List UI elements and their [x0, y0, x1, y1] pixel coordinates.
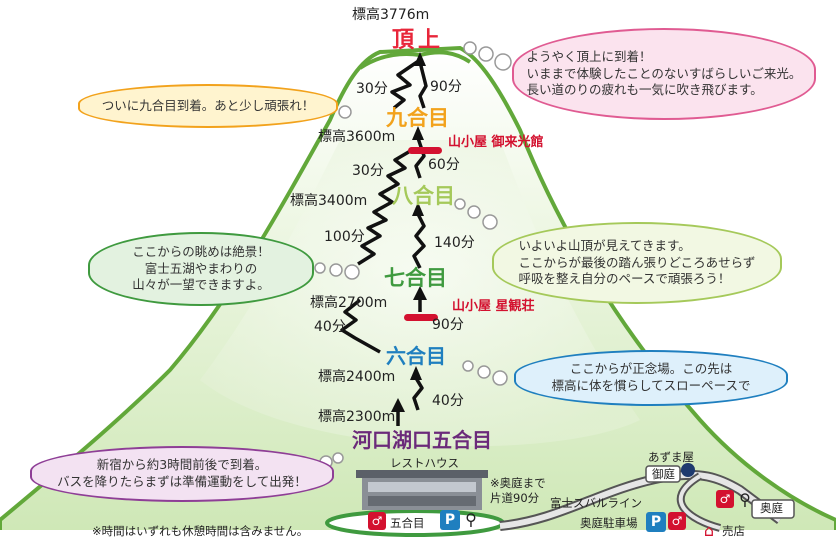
descent-trail-middle — [357, 148, 413, 266]
rest-house-label: レストハウス — [390, 456, 459, 470]
hut-seikanso-label: 山小屋 星観荘 — [452, 299, 535, 314]
time-seventh-descent: 40分 — [314, 319, 346, 335]
ascent-arrow-sixth — [410, 366, 422, 380]
azumaya-marker — [681, 463, 695, 477]
ascent-trail-eighth — [412, 213, 426, 269]
ascent-arrow-summit — [414, 52, 426, 66]
okuniwa-label-box — [751, 499, 795, 519]
hut-marker-seikanso — [404, 314, 438, 321]
okuniwa-parking-icon: P — [646, 512, 666, 532]
hut-goraikokan-label: 山小屋 御来光館 — [448, 135, 544, 150]
time-summit-descent: 30分 — [356, 81, 388, 97]
restroom-icon: ♂ — [368, 512, 386, 530]
bus-stop-icon: ⚲ — [465, 510, 477, 529]
seventh-station-label: 七合目 — [384, 266, 447, 290]
time-summit-ascent: 90分 — [430, 79, 462, 95]
descent-trail-upper — [390, 58, 421, 110]
ascent-arrow-fifth — [391, 398, 405, 412]
footnote: ※時間はいずれも休憩時間は含みません。 — [92, 524, 309, 538]
okuniwa-parking-label: 奥庭駐車場 — [580, 516, 638, 530]
subaru-line-label: 富士スバルライン — [550, 496, 642, 510]
eighth-station-label: 八合目 — [392, 184, 455, 208]
shop-label: 売店 — [722, 524, 745, 538]
okuniwa-sign-label: 御庭 — [652, 467, 675, 481]
fifth-station-label: 河口湖口五合目 — [352, 428, 492, 452]
bubble-ninth: ついに九合目到着。あと少し頑張れ！ — [78, 84, 338, 128]
azumaya-restroom-icon: ♂ — [716, 490, 734, 508]
time-ninth-ascent: 60分 — [428, 157, 460, 173]
bubble-seventh: ここからの眺めは絶景！ 富士五湖やまわりの 山々が一望できますよ。 — [88, 232, 314, 306]
bubble-summit: ようやく頂上に到着！ いままで体験したことのないすばらしいご来光。 長い道のりの… — [512, 28, 816, 120]
sixth-station-altitude: 標高2400m — [318, 369, 396, 385]
ascent-arrow-ninth — [412, 126, 424, 140]
ascent-trail-sixth — [412, 377, 424, 411]
ascent-arrow-seventh — [413, 286, 427, 300]
summit-label: 頂上 — [392, 28, 445, 53]
okuniwa-restroom-icon: ♂ — [668, 512, 686, 530]
time-seventh-ascent: 90分 — [432, 317, 464, 333]
okuniwa-note: ※奥庭まで 片道90分 — [490, 476, 546, 505]
summit-altitude: 標高3776m — [352, 7, 430, 23]
time-ninth-descent: 30分 — [352, 163, 384, 179]
ninth-station-altitude: 標高3600m — [318, 129, 396, 145]
fifth-station-altitude: 標高2300m — [318, 409, 396, 425]
okuniwa-trail-inner — [678, 474, 721, 530]
descent-trail-lower — [340, 298, 381, 354]
ninth-station-label: 九合目 — [386, 106, 449, 130]
base-ground — [0, 530, 836, 547]
rest-house-building — [356, 470, 488, 510]
ascent-trail-upper — [418, 61, 428, 109]
bubble-sixth: ここからが正念場。この先は 標高に体を慣らしてスローペースで — [514, 350, 788, 406]
time-sixth-ascent: 40分 — [432, 393, 464, 409]
parking-icon: P — [440, 510, 460, 530]
time-eighth-descent: 100分 — [324, 229, 365, 245]
shop-icon: ⌂ — [703, 521, 715, 540]
ascent-arrow-eighth — [412, 202, 424, 216]
hut-marker-goraikokan — [408, 147, 442, 154]
okuniwa-bus-stop-icon: ⚲ — [739, 490, 751, 509]
sixth-station-label: 六合目 — [386, 344, 446, 368]
seventh-station-altitude: 標高2700m — [310, 295, 388, 311]
eighth-station-altitude: 標高3400m — [290, 193, 368, 209]
azumaya-label: あずま屋 — [648, 450, 694, 464]
okuniwa-sign-box — [645, 465, 681, 483]
fifth-station-base-label: 五合目 — [390, 516, 425, 530]
bubble-eighth: いよいよ山頂が見えてきます。 ここからが最後の踏ん張りどころあせらず 呼吸を整え… — [492, 222, 782, 304]
bubble-fifth: 新宿から約3時間前後で到着。 バスを降りたらまずは準備運動をして出発！ — [30, 446, 334, 502]
time-eighth-ascent: 140分 — [434, 235, 475, 251]
okuniwa-label: 奥庭 — [760, 501, 783, 515]
